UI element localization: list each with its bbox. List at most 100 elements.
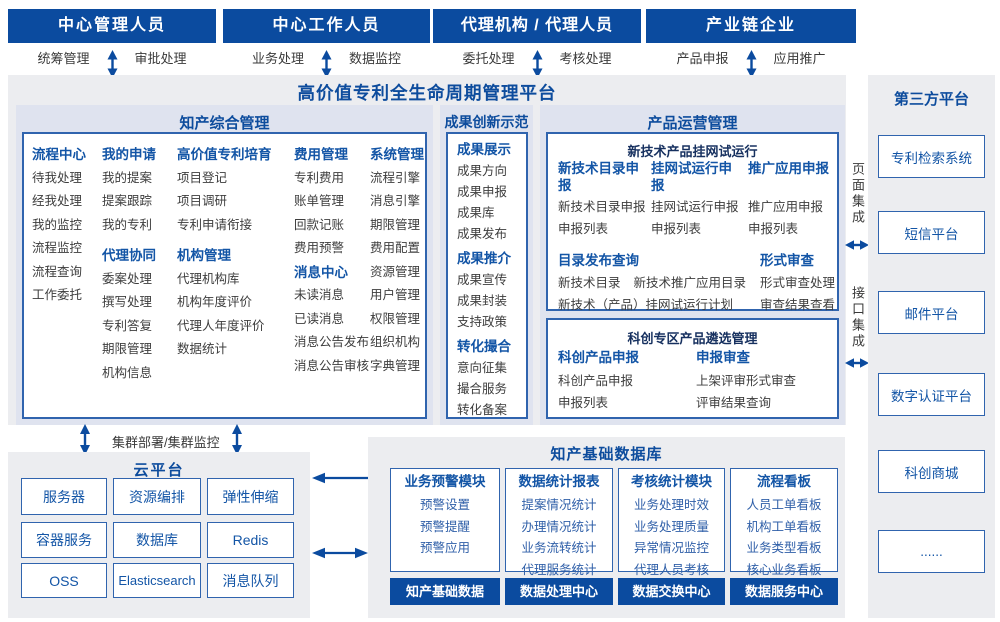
third-party-item: 数字认证平台	[878, 373, 985, 416]
actor-role-label: 委托处理	[462, 50, 515, 66]
menu-item: 科创产品申报	[558, 374, 634, 388]
menu-item: 消息引擎	[370, 194, 421, 208]
third-party-item: 科创商城	[878, 450, 985, 493]
menu-group-header: 新技术目录申报	[558, 161, 639, 193]
menu-item: 委案处理	[102, 271, 153, 286]
cloud-item: 容器服务	[21, 522, 107, 558]
cloud-item: 消息队列	[207, 563, 294, 598]
actor-role-label: 业务处理	[251, 50, 304, 66]
db-item: 提案情况统计	[521, 498, 597, 512]
menu-column: 申报审查 上架评审形式审查 评审结果查询	[696, 346, 796, 414]
updown-arrow-icon	[745, 50, 758, 78]
actor-title: 中心工作人员	[223, 9, 430, 43]
db-item: 核心业务看板	[746, 562, 822, 577]
menu-item: 字典管理	[370, 358, 421, 373]
menu-item: 支持政策	[457, 315, 508, 329]
menu-item: 成果发布	[457, 227, 508, 241]
third-party-item: 邮件平台	[878, 291, 985, 334]
menu-item: 经我处理	[32, 194, 83, 208]
menu-item: 消息公告发布	[294, 335, 370, 349]
db-column-header: 流程看板	[757, 474, 811, 489]
db-item: 人员工单看板	[746, 498, 822, 512]
actor-role-label: 数据监控	[349, 50, 402, 66]
actor-title: 代理机构 / 代理人员	[433, 9, 641, 43]
section-title: 产品运营管理	[647, 115, 738, 132]
menu-item: 成果申报	[457, 185, 508, 199]
section-title: 第三方平台	[893, 91, 969, 108]
updown-arrow-icon	[78, 424, 92, 455]
left-right-arrow-icon	[845, 356, 869, 370]
actor-group-industry-chain: 产业链企业 产品申报 应用推广	[646, 9, 856, 78]
left-right-arrow-icon	[312, 546, 368, 560]
menu-item: 新技术推广应用目录	[633, 276, 747, 290]
cloud-item: 资源编排	[113, 478, 201, 515]
menu-item: 申报列表	[558, 222, 609, 236]
menu-item: 代理人年度评价	[177, 318, 265, 333]
menu-item: 挂网试运行申报	[651, 200, 739, 214]
updown-arrow-icon	[106, 50, 119, 78]
menu-item: 申报列表	[558, 396, 609, 410]
menu-group-header: 流程中心	[32, 147, 86, 162]
menu-item: 费用配置	[370, 241, 421, 255]
cloud-item: 弹性伸缩	[207, 478, 294, 515]
menu-group-header: 成果推介	[457, 251, 511, 266]
platform-title: 高价值专利全生命周期管理平台	[297, 83, 557, 103]
menu-group-header: 申报审查	[696, 350, 750, 365]
api-integration-label: 接口集成	[850, 286, 865, 350]
updown-arrow-icon	[320, 50, 333, 78]
actor-group-agency: 代理机构 / 代理人员 委托处理 考核处理	[433, 9, 641, 78]
menu-item: 期限管理	[102, 342, 153, 356]
menu-item: 成果封装	[457, 294, 508, 308]
menu-item: 我的提案	[102, 170, 153, 185]
menu-column: 新技术目录申报 新技术目录申报 申报列表	[558, 160, 646, 240]
third-party-item: ......	[878, 530, 985, 573]
ip-management-box: 流程中心 待我处理 经我处理 我的监控 流程监控 流程查询 工作委托 我的申请 …	[22, 132, 427, 419]
actor-role-label: 统筹管理	[37, 50, 90, 66]
menu-item: 权限管理	[370, 311, 421, 326]
menu-item: 消息公告审核	[294, 358, 370, 373]
menu-item: 数据统计	[177, 342, 228, 356]
menu-column: 挂网试运行申报 挂网试运行申报 申报列表	[651, 160, 739, 240]
menu-item: 我的专利	[102, 217, 153, 232]
db-center-button: 数据处理中心	[505, 578, 613, 605]
box-title: 新技术产品挂网试运行	[627, 144, 758, 159]
menu-item: 专利答复	[102, 318, 153, 333]
db-item: 代理人员考核	[633, 562, 709, 577]
trial-operation-box: 新技术产品挂网试运行 新技术目录申报 新技术目录申报 申报列表 挂网试运行申报 …	[546, 132, 839, 312]
menu-group-header: 机构管理	[177, 248, 231, 263]
menu-item: 组织机构	[370, 335, 421, 349]
menu-group-header: 代理协同	[102, 248, 156, 263]
menu-item: 专利费用	[294, 170, 345, 185]
menu-item: 工作委托	[32, 288, 83, 302]
menu-item: 新技术（产品）挂网试运行计划	[558, 298, 734, 312]
menu-item: 机构年度评价	[177, 295, 253, 309]
db-column-warning: 业务预警模块 预警设置 预警提醒 预警应用	[390, 468, 500, 572]
db-column-statistics: 数据统计报表 提案情况统计 办理情况统计 业务流转统计 代理服务统计	[505, 468, 613, 577]
db-item: 业务处理时效	[633, 498, 709, 512]
db-column-assessment: 考核统计模块 业务处理时效 业务处理质量 异常情况监控 代理人员考核	[618, 468, 725, 577]
menu-group-header: 系统管理	[370, 147, 424, 162]
menu-item: 资源管理	[370, 264, 421, 279]
actor-group-center-managers: 中心管理人员 统筹管理 审批处理	[8, 9, 216, 78]
menu-group-header: 转化撮合	[457, 339, 511, 354]
menu-item: 撮合服务	[457, 382, 508, 396]
db-item: 异常情况监控	[633, 541, 709, 555]
menu-item: 专利申请衔接	[177, 217, 253, 232]
menu-group-header: 费用管理	[294, 147, 348, 162]
menu-group-header: 挂网试运行申报	[651, 161, 732, 193]
actor-title: 中心管理人员	[8, 9, 216, 43]
db-item: 机构工单看板	[746, 519, 822, 534]
menu-item: 成果库	[457, 206, 495, 220]
menu-item: 代理机构库	[177, 271, 240, 286]
menu-item: 已读消息	[294, 311, 345, 326]
left-right-arrow-icon	[845, 238, 869, 252]
menu-item: 项目登记	[177, 170, 228, 185]
menu-item: 我的监控	[32, 217, 83, 232]
db-column-header: 考核统计模块	[631, 474, 712, 489]
menu-item: 审查结果查看	[760, 298, 836, 312]
db-item: 业务流转统计	[521, 541, 597, 555]
menu-item: 转化备案	[457, 403, 508, 417]
db-column-kanban: 流程看板 人员工单看板 机构工单看板 业务类型看板 核心业务看板	[730, 468, 838, 577]
menu-item: 撰写处理	[102, 295, 153, 309]
menu-item: 申报列表	[748, 222, 799, 236]
